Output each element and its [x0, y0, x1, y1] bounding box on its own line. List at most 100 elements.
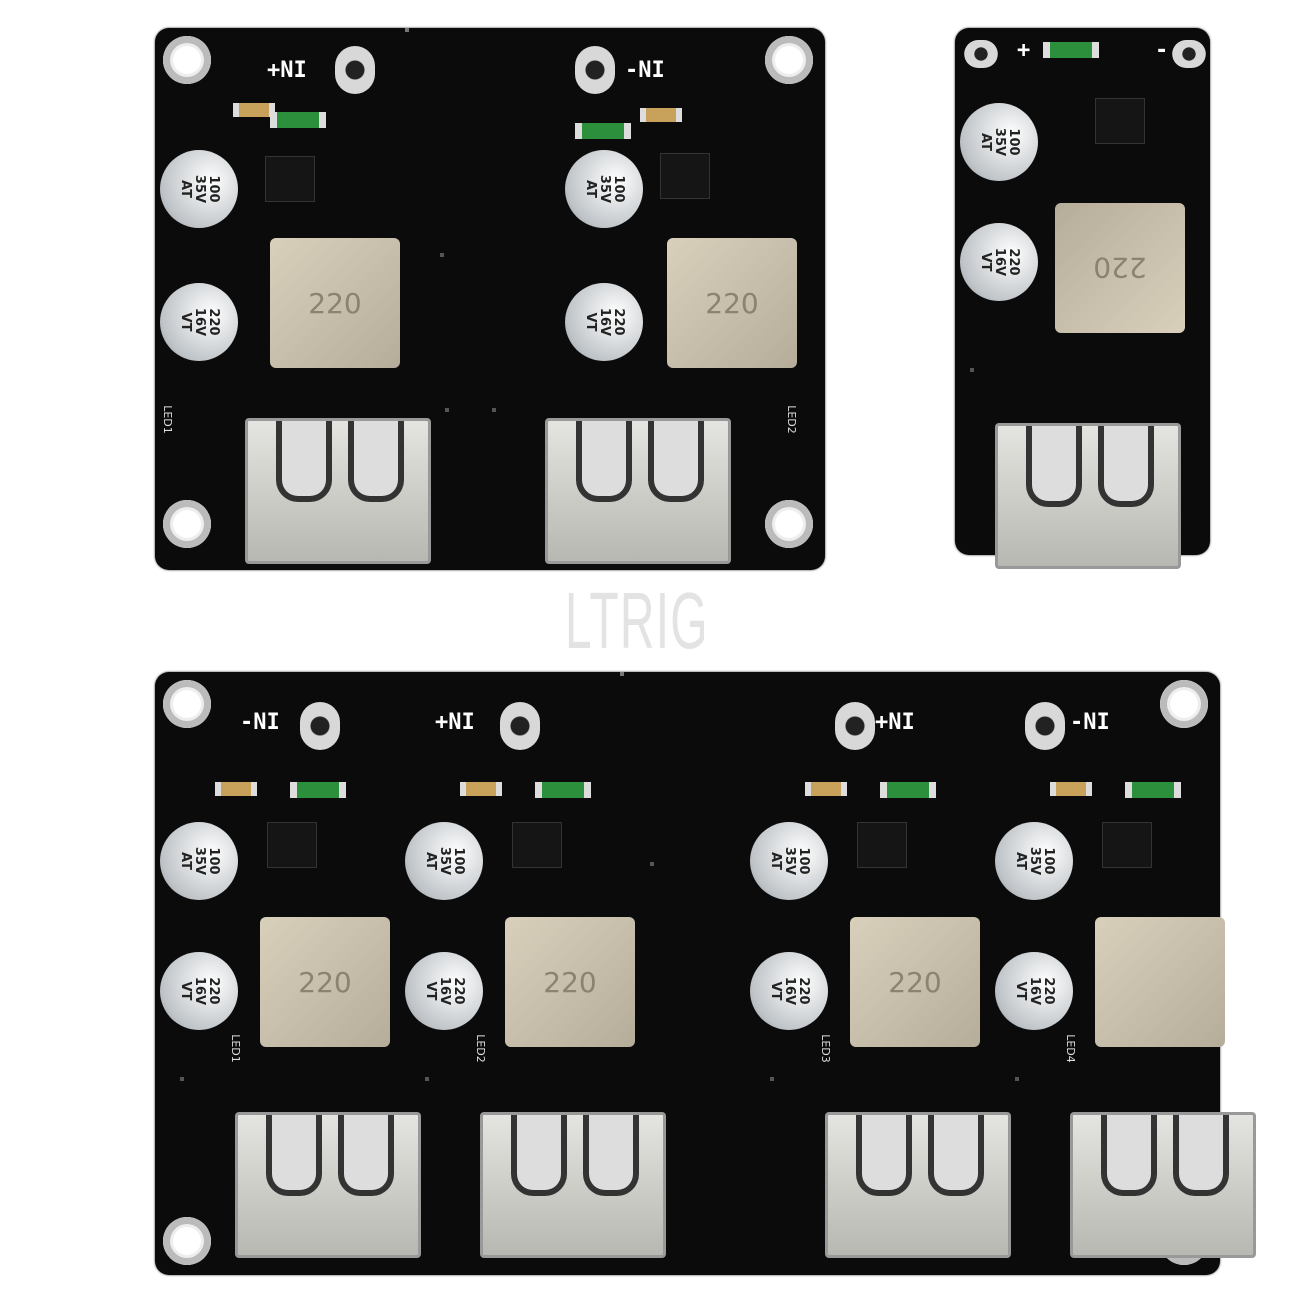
inductor: 220	[260, 917, 390, 1047]
capacitor: 220 16V VT	[995, 952, 1073, 1030]
diode	[970, 368, 974, 372]
usb-port	[235, 1112, 421, 1258]
capacitor: 220 16V VT	[160, 952, 238, 1030]
capacitor: 100 35V AT	[995, 822, 1073, 900]
usb-port	[480, 1112, 666, 1258]
led-label: LED3	[818, 1034, 832, 1063]
usb-slot	[338, 1115, 394, 1196]
inductor: 220	[850, 917, 980, 1047]
input-pad	[300, 702, 340, 750]
smd-resistor	[460, 782, 502, 796]
usb-b-connector	[620, 672, 624, 676]
smd-resistor	[640, 108, 682, 122]
usb-slot	[928, 1115, 984, 1196]
ic-chip	[1102, 822, 1152, 868]
usb-slot	[266, 1115, 322, 1196]
input-label: -NI	[240, 710, 280, 735]
usb-slot	[576, 421, 632, 502]
ic-chip	[660, 153, 710, 199]
usb-port	[995, 423, 1181, 569]
smd-resistor	[215, 782, 257, 796]
usb-slot	[511, 1115, 567, 1196]
led-label: LED2	[473, 1034, 487, 1063]
dual-port-board: +NI -NI 100 35V AT 100 35V AT 220 16V VT 220 …	[155, 28, 825, 570]
capacitor: 100 35V AT	[565, 150, 643, 228]
regulator-chip	[440, 253, 444, 257]
usb-slot	[348, 421, 404, 502]
usb-slot	[648, 421, 704, 502]
usb-slot	[1098, 426, 1154, 507]
input-label: +NI	[267, 58, 307, 83]
input-label: -NI	[1070, 710, 1110, 735]
usb-slot	[583, 1115, 639, 1196]
usb-slot	[856, 1115, 912, 1196]
mounting-hole	[163, 1217, 211, 1265]
input-label: +	[1017, 38, 1031, 63]
mounting-hole	[163, 680, 211, 728]
regulator-chip	[650, 862, 654, 866]
diode	[445, 408, 449, 412]
input-pad	[575, 46, 615, 94]
ic-chip	[1095, 98, 1145, 144]
status-led	[1125, 782, 1181, 798]
input-pad	[335, 46, 375, 94]
inductor	[1095, 917, 1225, 1047]
capacitor: 100 35V AT	[160, 822, 238, 900]
smd-resistor	[805, 782, 847, 796]
usb-slot	[276, 421, 332, 502]
inductor: 220	[505, 917, 635, 1047]
input-pad	[500, 702, 540, 750]
input-pad	[964, 40, 998, 68]
diode	[180, 1077, 184, 1081]
capacitor: 100 35V AT	[960, 103, 1038, 181]
capacitor: 220 16V VT	[160, 283, 238, 361]
capacitor: 100 35V AT	[405, 822, 483, 900]
ic-chip	[857, 822, 907, 868]
usb-port	[545, 418, 731, 564]
mounting-hole	[765, 36, 813, 84]
usb-slot	[1026, 426, 1082, 507]
status-led	[880, 782, 936, 798]
input-label: +NI	[875, 710, 915, 735]
usb-slot	[1101, 1115, 1157, 1196]
input-label: +NI	[435, 710, 475, 735]
usb-port	[245, 418, 431, 564]
capacitor: 100 35V AT	[750, 822, 828, 900]
status-led	[535, 782, 591, 798]
status-led	[270, 112, 326, 128]
smd-resistor	[1050, 782, 1092, 796]
capacitor: 220 16V VT	[960, 223, 1038, 301]
led-label: LED1	[228, 1034, 242, 1063]
inductor: 220	[667, 238, 797, 368]
diode	[1015, 1077, 1019, 1081]
capacitor: 220 16V VT	[405, 952, 483, 1030]
input-pad	[1025, 702, 1065, 750]
usb-port	[825, 1112, 1011, 1258]
diode	[770, 1077, 774, 1081]
capacitor: 100 35V AT	[160, 150, 238, 228]
input-label: -	[1155, 38, 1169, 63]
mounting-hole	[1160, 680, 1208, 728]
diode	[492, 408, 496, 412]
usb-port	[1070, 1112, 1256, 1258]
capacitor: 220 16V VT	[565, 283, 643, 361]
watermark: LTRIG	[565, 576, 709, 665]
ic-chip	[512, 822, 562, 868]
status-led	[1043, 42, 1099, 58]
usb-b-connector	[405, 28, 409, 32]
status-led	[575, 123, 631, 139]
inductor: 220	[270, 238, 400, 368]
ic-chip	[267, 822, 317, 868]
input-label: -NI	[625, 58, 665, 83]
diode	[425, 1077, 429, 1081]
mounting-hole	[163, 500, 211, 548]
led-label: LED4	[1063, 1034, 1077, 1063]
capacitor: 220 16V VT	[750, 952, 828, 1030]
led-label: LED1	[160, 405, 174, 434]
input-pad	[835, 702, 875, 750]
status-led	[290, 782, 346, 798]
usb-slot	[1173, 1115, 1229, 1196]
mounting-hole	[765, 500, 813, 548]
mounting-hole	[163, 36, 211, 84]
